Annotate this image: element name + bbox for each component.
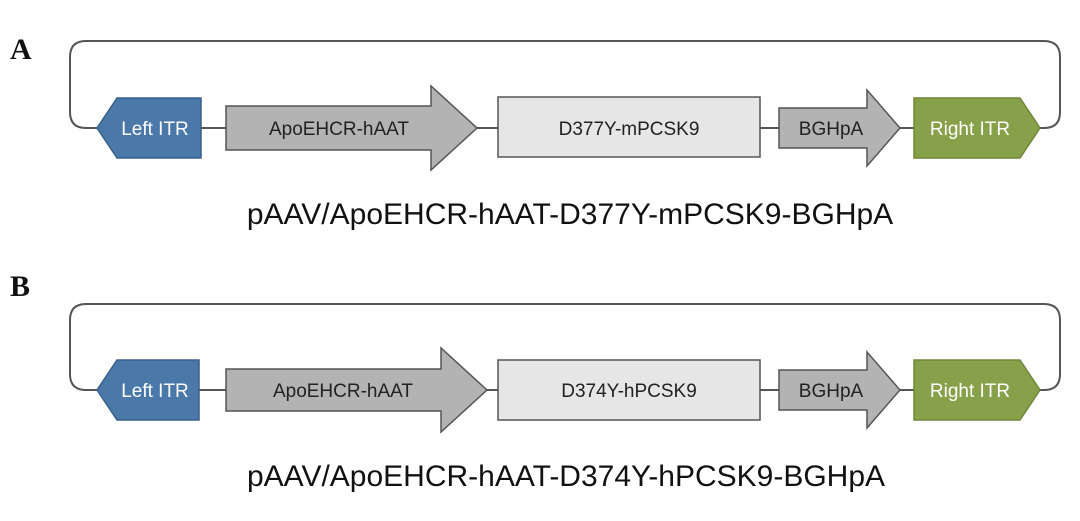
promoter-label-b: ApoEHCR-hAAT — [273, 381, 413, 402]
polya-arrow-shape-b — [778, 349, 901, 431]
polya-arrow-b: BGHpA — [778, 349, 901, 431]
polya-label-a: BGHpA — [799, 119, 864, 140]
right-itr-label-a: Right ITR — [930, 119, 1010, 140]
polya-label-b: BGHpA — [799, 381, 864, 402]
left-itr-label-a: Left ITR — [121, 119, 189, 140]
gene-label-b: D374Y-hPCSK9 — [561, 381, 697, 402]
left-itr-shape-a — [96, 97, 202, 159]
plasmid-backbone-loop-b — [69, 303, 1061, 391]
left-itr-element-a: Left ITR — [96, 97, 202, 159]
polya-arrow-shape-a — [778, 87, 901, 169]
gene-box-a: D377Y-mPCSK9 — [497, 96, 761, 158]
panel-a: A Left ITR ApoEHCR-hAAT D377Y-mPCSK9 BGH… — [10, 33, 1061, 231]
gene-box-shape-b — [497, 359, 761, 421]
promoter-arrow-a: ApoEHCR-hAAT — [225, 84, 479, 172]
left-itr-shape-b — [96, 359, 200, 421]
panel-b: B Left ITR ApoEHCR-hAAT D374Y-hPCSK9 BGH… — [10, 270, 1061, 493]
panel-letter-b: B — [10, 270, 30, 303]
promoter-label-a: ApoEHCR-hAAT — [269, 119, 409, 140]
promoter-arrow-shape-b — [225, 346, 489, 434]
gene-label-a: D377Y-mPCSK9 — [559, 119, 700, 140]
construct-caption-b: pAAV/ApoEHCR-hAAT-D374Y-hPCSK9-BGHpA — [247, 460, 885, 493]
right-itr-label-b: Right ITR — [930, 381, 1010, 402]
right-itr-element-b: Right ITR — [913, 359, 1041, 421]
right-itr-shape-a — [913, 97, 1041, 159]
gene-box-b: D374Y-hPCSK9 — [497, 359, 761, 421]
panel-letter-a: A — [10, 33, 32, 66]
gene-box-shape-a — [497, 96, 761, 158]
construct-caption-a: pAAV/ApoEHCR-hAAT-D377Y-mPCSK9-BGHpA — [247, 198, 893, 231]
plasmid-backbone-loop-a — [69, 40, 1061, 129]
polya-arrow-a: BGHpA — [778, 87, 901, 169]
promoter-arrow-shape-a — [225, 84, 479, 172]
right-itr-shape-b — [913, 359, 1041, 421]
promoter-arrow-b: ApoEHCR-hAAT — [225, 346, 489, 434]
left-itr-label-b: Left ITR — [121, 381, 189, 402]
right-itr-element-a: Right ITR — [913, 97, 1041, 159]
left-itr-element-b: Left ITR — [96, 359, 200, 421]
